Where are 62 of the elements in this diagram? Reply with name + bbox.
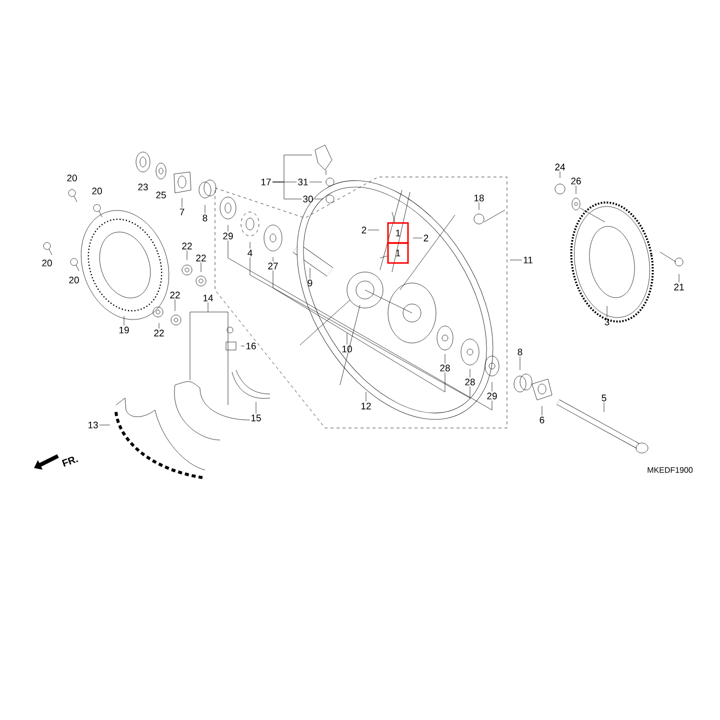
leader-line (478, 202, 480, 210)
callout-number: 10 (342, 346, 352, 352)
leader-line (99, 424, 110, 426)
callout-number: 12 (361, 402, 371, 410)
callout-number: 24 (555, 164, 565, 170)
leader-line (380, 256, 388, 258)
callout-number: 26 (571, 178, 581, 184)
callout-number: 27 (268, 262, 278, 270)
callout-number: 22 (196, 254, 206, 262)
callout-number: 20 (92, 188, 102, 194)
leader-line (250, 257, 470, 398)
leader-line (444, 354, 446, 364)
callout-number: 22 (154, 330, 164, 336)
leader-line (272, 182, 302, 200)
callout-number: 29 (487, 392, 497, 400)
leader-line (678, 274, 680, 283)
callout-number: 2 (424, 234, 428, 242)
callout-number: 19 (119, 326, 129, 334)
callout-number: 7 (180, 208, 184, 216)
leader-line (272, 256, 274, 262)
leader-line (392, 212, 396, 222)
callout-number: 29 (223, 232, 233, 240)
callout-number: 20 (69, 276, 79, 284)
leader-line (204, 204, 206, 214)
callout-number: 28 (465, 378, 475, 386)
callout-number: 30 (303, 196, 313, 202)
leader-line (158, 322, 160, 329)
callout-number: 25 (156, 192, 166, 198)
callout-number: 8 (518, 348, 522, 356)
callout-number: 15 (251, 414, 261, 422)
direction-label: FR. (62, 456, 78, 467)
callout-number: 23 (138, 184, 148, 190)
callout-number: 31 (298, 178, 308, 186)
leader-line (346, 332, 348, 345)
drawing-code: MKEDF1900 (648, 467, 693, 473)
leader-line (186, 250, 188, 260)
callout-number: 14 (203, 294, 213, 302)
callout-number: 11 (524, 256, 532, 264)
callout-number: 6 (540, 416, 544, 424)
leader-line (606, 306, 608, 318)
leader-line (174, 299, 176, 312)
callout-number: 17 (261, 178, 271, 186)
callout-number: 16 (246, 342, 256, 350)
highlight-box: 1 (387, 222, 409, 244)
callout-number: 9 (308, 280, 312, 286)
callout-number: 5 (602, 394, 606, 402)
callout-number: 22 (182, 242, 192, 250)
leader-line (314, 198, 324, 200)
callout-number: 18 (474, 194, 484, 202)
callout-number: 4 (248, 250, 252, 256)
callout-number: 20 (42, 260, 52, 266)
callout-number: 28 (440, 364, 450, 372)
callout-number: 20 (67, 174, 77, 182)
leader-line (272, 270, 446, 392)
leader-line (200, 262, 202, 272)
leader-line (228, 240, 492, 410)
callout-number: 13 (88, 422, 98, 428)
callout-number: 22 (170, 292, 180, 298)
highlight-box: 1 (387, 242, 409, 264)
callout-number: 21 (674, 284, 684, 290)
callout-number: 2 (362, 226, 366, 234)
callout-number: 8 (202, 214, 208, 222)
